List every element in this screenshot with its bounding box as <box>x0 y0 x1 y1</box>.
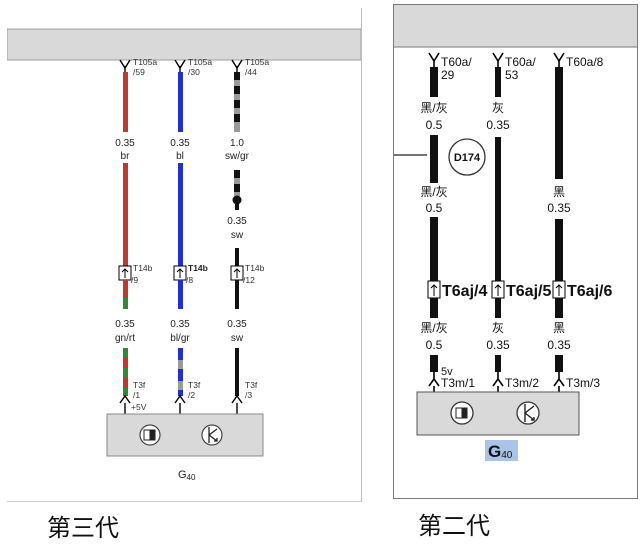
right-wire-2-size: 0.35 <box>486 118 510 132</box>
left-wire-3: T105a /44 1.0 sw/gr 0.35 sw T14b /12 0.3… <box>225 57 269 414</box>
right-component-label-highlight <box>485 440 518 461</box>
right-wire-2: T60a/ 53 灰 0.35 T6aj/5 灰 0.35 T3m/2 <box>486 52 551 392</box>
right-wire-2-bot-pin: T3m/2 <box>505 376 539 390</box>
left-caption: 第三代 <box>47 514 119 542</box>
right-header-bar <box>394 5 637 47</box>
right-wire-2-color-2: 灰 <box>492 321 504 335</box>
left-component-g40-box <box>106 413 264 457</box>
left-wire-3-mid-pin-b: /12 <box>243 275 255 285</box>
left-wire-2-size-2: 0.35 <box>170 319 190 330</box>
left-wire-1-supply: +5V <box>131 402 147 412</box>
splice-dot-icon <box>232 195 242 205</box>
connector-pin-icon <box>553 377 565 387</box>
left-wire-3-size-2: 0.35 <box>227 216 247 227</box>
left-wire-3-color-2: sw <box>231 230 244 241</box>
right-wire-3-top-pin: T60a/8 <box>566 55 604 69</box>
left-wire-3-bot-pin-a: T3f <box>245 380 258 390</box>
left-wire-2-top-pin-a: T105a <box>188 57 212 67</box>
splice-d174-label: D174 <box>454 152 481 164</box>
half-filled-square-icon <box>139 424 161 446</box>
right-wire-1-size-2: 0.5 <box>426 201 443 215</box>
left-wire-1-size-2: 0.35 <box>115 319 135 330</box>
right-wire-3-mid-pin: T6aj/6 <box>567 283 612 300</box>
connector-pin-icon <box>428 52 440 63</box>
right-diagram-panel: T60a/ 29 黑/灰 0.5 黑/灰 0.5 T6aj/4 黑/灰 0.5 … <box>393 4 638 499</box>
right-wire-2-top-pin-a: T60a/ <box>505 55 536 69</box>
left-component-label: G40 <box>178 469 196 482</box>
left-wire-1-bot-pin-a: T3f <box>133 380 146 390</box>
sensor-arrow-icon <box>201 424 223 446</box>
right-wire-1-top-pin-b: 29 <box>441 68 455 82</box>
right-wire-1-color-3: 黑/灰 <box>420 321 447 335</box>
right-wire-1-size: 0.5 <box>426 118 443 132</box>
left-wire-1-top-pin-a: T105a <box>133 57 157 67</box>
left-wire-3-color: sw/gr <box>225 151 250 162</box>
left-wire-2-top-pin-b: /30 <box>188 67 200 77</box>
left-wire-3-top-pin-b: /44 <box>245 67 257 77</box>
left-wire-2-bot-pin-a: T3f <box>188 380 201 390</box>
left-diagram-panel: T105a /59 0.35 br T14b /9 0.35 gn/rt T3f… <box>6 8 362 502</box>
left-wire-3-size: 1.0 <box>230 138 244 149</box>
connector-pin-icon <box>119 394 131 404</box>
right-wire-3-color: 黑 <box>553 185 565 199</box>
left-wire-1-color: br <box>121 151 131 162</box>
left-wire-2-size: 0.35 <box>170 138 190 149</box>
right-wire-2-size-2: 0.35 <box>486 338 510 352</box>
right-wire-3-bot-pin: T3m/3 <box>566 376 600 390</box>
right-wire-1-mid-pin: T6aj/4 <box>442 283 487 300</box>
right-wire-1-bot-pin: T3m/1 <box>441 376 475 390</box>
sensor-arrow-icon <box>516 401 540 425</box>
left-wire-2: T105a /30 0.35 bl T14b /8 0.35 bl/gr T3f… <box>170 57 212 414</box>
right-wire-1-size-3: 0.5 <box>426 338 443 352</box>
right-wire-2-top-pin-b: 53 <box>505 68 519 82</box>
left-wire-3-size-3: 0.35 <box>227 319 247 330</box>
right-wire-3-size: 0.35 <box>547 201 571 215</box>
half-filled-square-icon <box>450 401 474 425</box>
left-wire-1-seg-top <box>123 72 128 132</box>
left-wiring-diagram: T105a /59 0.35 br T14b /9 0.35 gn/rt T3f… <box>6 28 362 482</box>
right-wire-3-size-2: 0.35 <box>547 338 571 352</box>
right-wire-3-color-2: 黑 <box>553 321 565 335</box>
right-component-label: G40 <box>488 442 513 461</box>
connector-pin-icon <box>492 377 504 387</box>
connector-pin-icon <box>428 377 440 387</box>
left-wire-2-mid-pin-b: /8 <box>186 275 193 285</box>
left-wire-1-top-pin-b: /59 <box>133 67 145 77</box>
left-wire-1-bot-pin-b: /1 <box>133 390 140 400</box>
right-wire-1: T60a/ 29 黑/灰 0.5 黑/灰 0.5 T6aj/4 黑/灰 0.5 … <box>420 52 487 392</box>
connector-pin-icon <box>231 394 243 404</box>
right-component-g40-box <box>416 391 580 436</box>
left-wire-3-color-3: sw <box>231 333 244 344</box>
right-wire-3: T60a/8 黑 0.35 T6aj/6 黑 0.35 T3m/3 <box>547 52 612 392</box>
splice-dot-icon <box>430 151 438 159</box>
left-header-bar <box>6 28 362 61</box>
left-wire-2-color: bl <box>176 151 184 162</box>
left-wire-2-mid-pin-a: T14b <box>188 263 208 273</box>
right-wire-2-mid-pin: T6aj/5 <box>506 283 551 300</box>
left-wire-1: T105a /59 0.35 br T14b /9 0.35 gn/rt T3f… <box>115 57 157 414</box>
left-wire-1-mid-pin-a: T14b <box>133 263 153 273</box>
left-wire-2-bot-pin-b: /2 <box>188 390 195 400</box>
connector-pin-icon <box>553 52 565 63</box>
left-wire-3-bot-pin-b: /3 <box>245 390 252 400</box>
splice-d174-circle <box>448 138 486 176</box>
left-wire-1-mid-pin-b: /9 <box>131 275 138 285</box>
left-wire-3-mid-pin-a: T14b <box>245 263 265 273</box>
left-wire-3-top-pin-a: T105a <box>245 57 269 67</box>
right-wire-1-top-pin-a: T60a/ <box>441 55 472 69</box>
right-wire-2-color: 灰 <box>492 101 504 115</box>
connector-pin-icon <box>492 52 504 63</box>
right-wire-1-color-2: 黑/灰 <box>420 185 447 199</box>
right-wire-1-supply: 5v <box>441 366 453 378</box>
connector-pin-icon <box>174 394 186 404</box>
left-wire-1-color-2: gn/rt <box>115 333 135 344</box>
right-caption: 第二代 <box>418 512 490 540</box>
left-wire-1-seg-mid <box>123 163 128 266</box>
right-wire-1-color: 黑/灰 <box>420 101 447 115</box>
right-wiring-diagram: T60a/ 29 黑/灰 0.5 黑/灰 0.5 T6aj/4 黑/灰 0.5 … <box>394 5 637 461</box>
left-wire-1-size: 0.35 <box>115 138 135 149</box>
left-wire-2-color-2: bl/gr <box>170 333 190 344</box>
